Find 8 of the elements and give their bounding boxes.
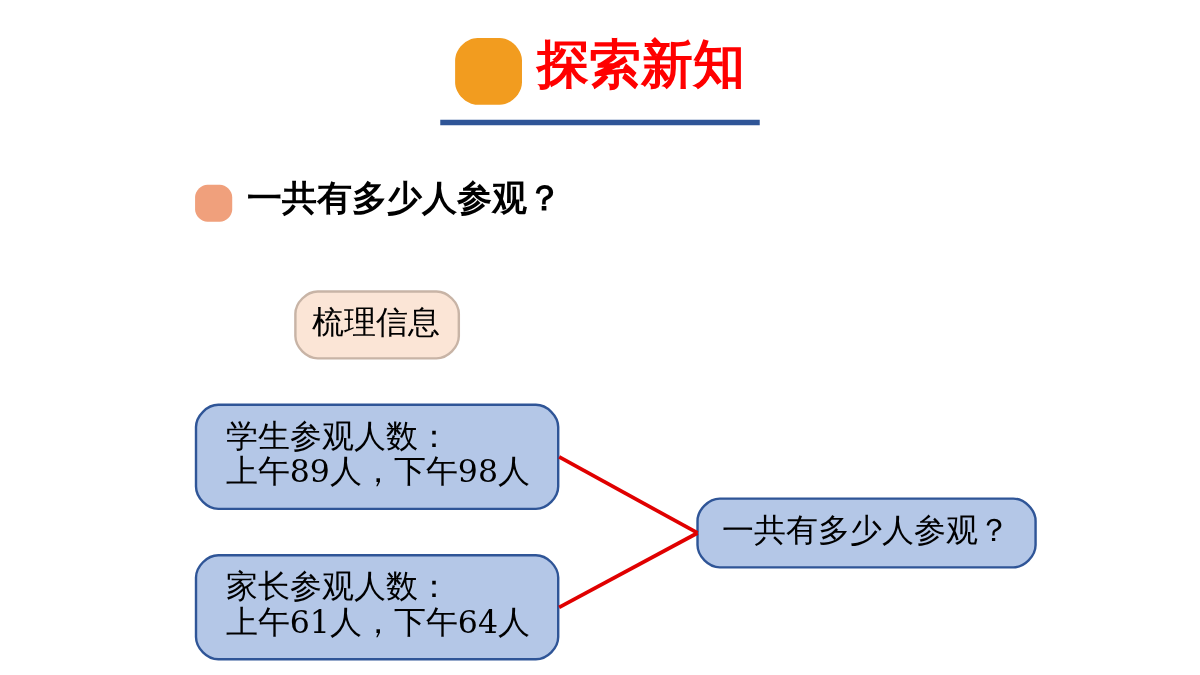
label: 一共有多少人参观？ (247, 177, 563, 219)
diagram-title: 探索新知 (536, 34, 745, 95)
node-box: 学生参观人数： 上午89人，下午98人 (194, 403, 560, 511)
connector (558, 531, 699, 609)
node-box: 梳理信息 (294, 290, 461, 360)
node-box: 一共有多少人参观？ (696, 497, 1037, 569)
node-box: 家长参观人数： 上午61人，下午64人 (194, 554, 560, 661)
connector (558, 455, 699, 535)
